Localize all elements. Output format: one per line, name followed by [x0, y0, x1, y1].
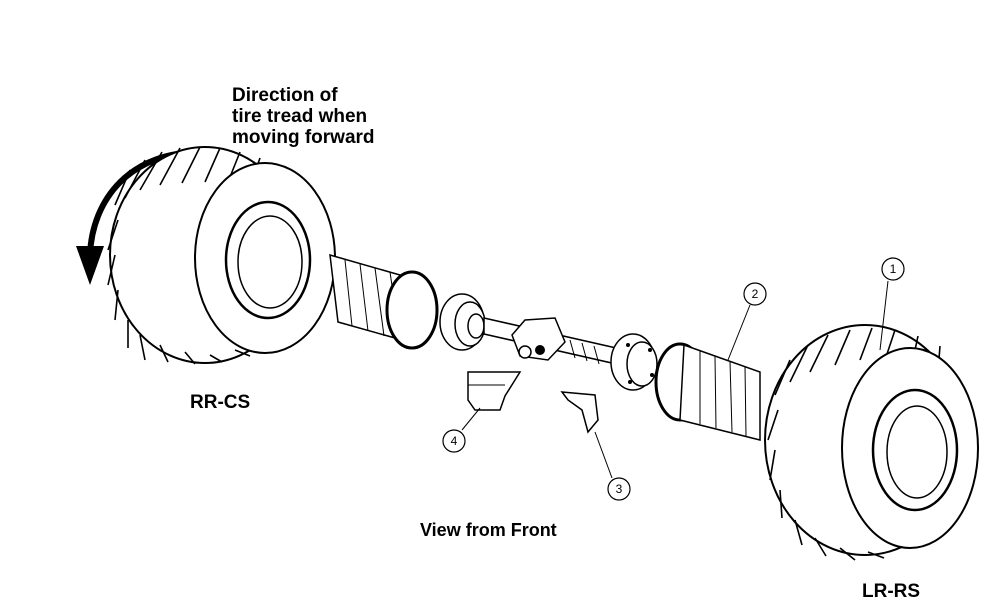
right-tire-label: LR-RS [862, 581, 921, 602]
callout-leaders [461, 280, 889, 479]
right-hub [610, 333, 658, 391]
right-spacer [654, 342, 761, 441]
left-spacer [329, 253, 439, 350]
left-tire [107, 146, 336, 365]
callout-2-number: 2 [752, 287, 759, 301]
direction-line-2: tire tread when [232, 106, 368, 127]
left-tire-label: RR-CS [190, 392, 251, 413]
bracket-part-3 [560, 391, 599, 434]
callout-4-number: 4 [451, 434, 458, 448]
callout-4: 4 [442, 429, 466, 453]
left-hub [439, 293, 486, 351]
direction-label: Direction of tire tread when moving forw… [232, 85, 375, 148]
callout-2: 2 [743, 282, 767, 306]
axle-assembly [483, 317, 626, 367]
direction-line-3: moving forward [232, 127, 375, 148]
bracket-part-4 [467, 371, 522, 411]
callout-3-number: 3 [616, 482, 623, 496]
right-tire [764, 324, 979, 561]
callout-1: 1 [881, 257, 905, 281]
callout-1-number: 1 [890, 262, 897, 276]
direction-line-1: Direction of [232, 85, 338, 106]
callout-3: 3 [607, 477, 631, 501]
view-caption: View from Front [420, 520, 557, 540]
